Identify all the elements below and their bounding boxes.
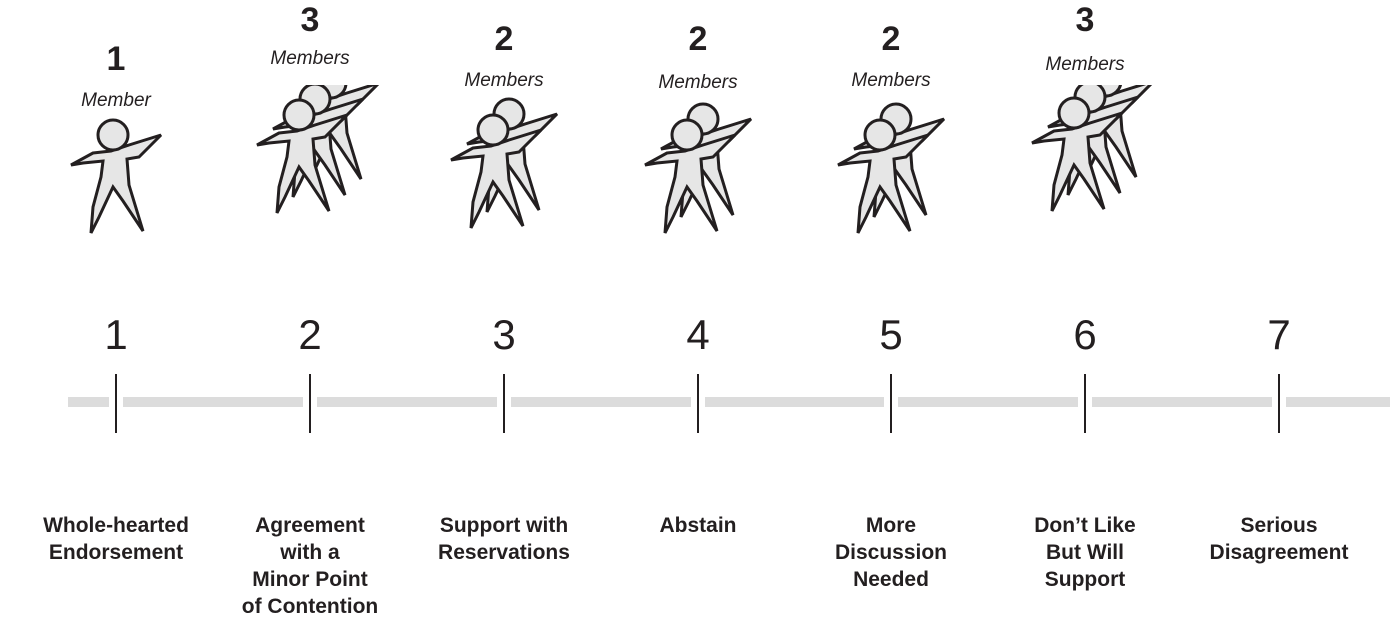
scale-point-label: Abstain xyxy=(659,514,737,537)
member-count: 1 xyxy=(106,40,126,78)
scale-point-label: Serious Disagreement xyxy=(1209,514,1349,564)
member-count: 3 xyxy=(300,1,320,39)
member-count: 2 xyxy=(494,20,514,58)
member-unit-label: Members xyxy=(1045,54,1125,75)
scale-number: 6 xyxy=(1073,311,1097,358)
scale-bar-segment xyxy=(898,397,1078,407)
person-figure-icon xyxy=(70,118,163,234)
scale-point-label: Whole-hearted Endorsement xyxy=(43,514,189,564)
person-figure-icon xyxy=(256,98,349,214)
scale-number: 1 xyxy=(104,311,128,358)
scale-point-label: Support with Reservations xyxy=(438,514,570,564)
scale-bar-segment xyxy=(705,397,884,407)
member-count: 2 xyxy=(688,20,708,58)
scale-number: 2 xyxy=(298,311,322,358)
scale-bar-segment xyxy=(123,397,303,407)
person-figure-icon xyxy=(837,118,930,234)
scale-bar-segment xyxy=(511,397,691,407)
person-figure-icon xyxy=(1031,96,1124,212)
scale-bar-segment xyxy=(1286,397,1390,407)
member-count: 3 xyxy=(1075,1,1095,39)
scale-point-label: More Discussion Needed xyxy=(834,514,948,591)
scale-number: 5 xyxy=(879,311,903,358)
scale-bar-segment xyxy=(317,397,497,407)
member-figure-group xyxy=(644,102,753,234)
member-unit-label: Members xyxy=(658,72,738,93)
member-unit-label: Members xyxy=(270,48,350,69)
member-unit-label: Member xyxy=(81,90,151,111)
scale-bar-segment xyxy=(1092,397,1272,407)
scale-point-label: Don’t Like But Will Support xyxy=(1034,514,1136,591)
member-figure-group xyxy=(70,118,163,234)
member-figure-group xyxy=(1031,85,1153,212)
member-figure-group xyxy=(450,97,559,229)
member-figure-group xyxy=(256,85,380,214)
member-count: 2 xyxy=(881,20,901,58)
member-unit-label: Members xyxy=(851,70,931,91)
scale-number: 7 xyxy=(1267,311,1291,358)
person-figure-icon xyxy=(644,118,737,234)
person-figure-icon xyxy=(450,113,543,229)
scale-number: 4 xyxy=(686,311,710,358)
member-figure-group xyxy=(837,102,946,234)
scale-bar-segment xyxy=(68,397,109,407)
scale-point-label: Agreement with a Minor Point of Contenti… xyxy=(241,514,379,618)
scale-number: 3 xyxy=(492,311,516,358)
member-unit-label: Members xyxy=(464,70,544,91)
